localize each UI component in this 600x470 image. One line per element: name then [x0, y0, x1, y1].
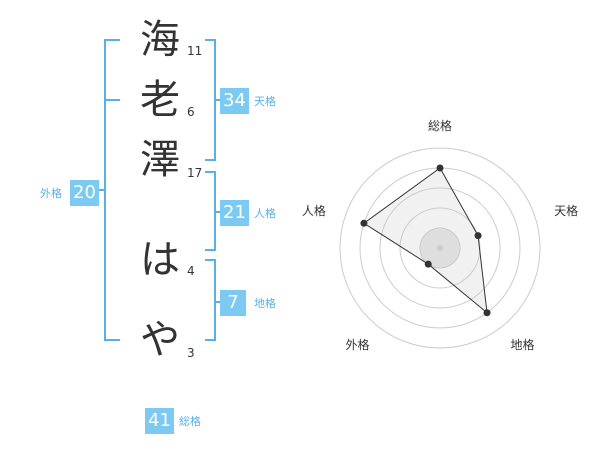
name-char-4: は — [140, 237, 180, 283]
soukaku-value: 41 — [145, 408, 174, 434]
radar-point-2 — [474, 232, 482, 240]
chikaku-value: 7 — [220, 290, 246, 316]
radar-point-4 — [424, 260, 432, 268]
name-char-2: 老 — [140, 77, 180, 123]
stroke-count-5: 3 — [187, 346, 195, 360]
radar-series-polygon — [363, 167, 488, 314]
radar-ring-2 — [399, 207, 481, 289]
radar-axis-label-1: 総格 — [428, 118, 452, 133]
radar-axis-label-5: 人格 — [302, 203, 326, 218]
soukaku-label: 総格 — [179, 415, 201, 428]
radar-point-3 — [483, 309, 491, 317]
tenkaku-label: 天格 — [254, 95, 276, 108]
stroke-count-2: 6 — [187, 105, 195, 119]
name-char-3: 澤 — [140, 137, 180, 183]
radar-axis-label-3: 地格 — [511, 337, 535, 352]
gaikaku-label: 外格 — [40, 187, 62, 200]
radar-axis-label-4: 外格 — [345, 337, 369, 352]
radar-point-5 — [360, 219, 368, 227]
stroke-count-4: 4 — [187, 264, 195, 278]
name-char-1: 海 — [140, 17, 180, 63]
stroke-count-3: 17 — [187, 166, 203, 180]
radar-center — [437, 245, 443, 251]
chikaku-label: 地格 — [254, 297, 276, 310]
jinkaku-value: 21 — [220, 200, 249, 226]
radar-point-1 — [436, 164, 444, 172]
tenkaku-value: 34 — [220, 88, 249, 114]
gaikaku-value: 20 — [70, 180, 99, 206]
stroke-count-1: 11 — [187, 44, 203, 58]
jinkaku-label: 人格 — [254, 207, 276, 220]
radar-axis-label-2: 天格 — [554, 203, 578, 218]
name-char-5: や — [140, 317, 180, 363]
radar-ring-5 — [339, 147, 541, 349]
radar-ring-3 — [379, 187, 501, 309]
